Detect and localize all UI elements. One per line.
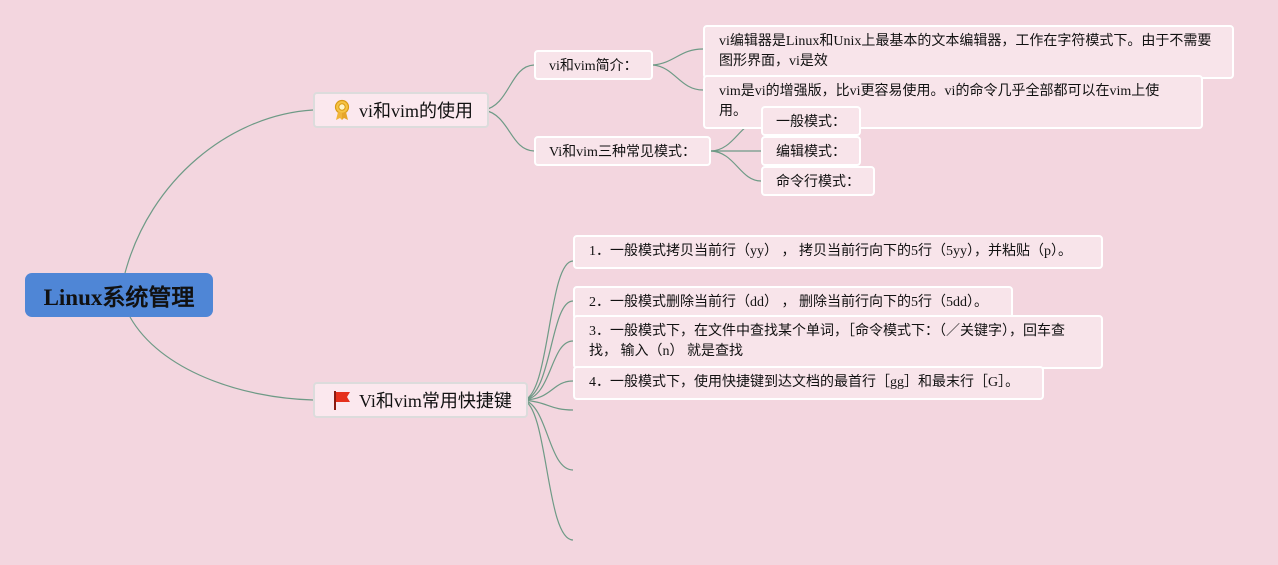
topic-vi-vim-shortcuts[interactable]: Vi和vim常用快捷键 (313, 382, 528, 418)
leaf-vim-desc[interactable]: vim是vi的增强版，比vi更容易使用。vi的命令几乎全部都可以在vim上使用。 (703, 75, 1203, 129)
link-sc-leaf2 (522, 300, 574, 401)
topic-three-modes[interactable]: Vi和vim三种常见模式： (534, 136, 711, 166)
link-root-vi (124, 109, 314, 274)
leaf-copy-shortcut[interactable]: 1．一般模式拷贝当前行（yy） ， 拷贝当前行向下的5行（5yy），并粘贴（p）… (573, 235, 1103, 269)
leaf-text: 1．一般模式拷贝当前行（yy） ， 拷贝当前行向下的5行（5yy），并粘贴（p）… (589, 244, 1072, 259)
link-sc-leaf3 (522, 340, 574, 401)
leaf-vi-editor-desc[interactable]: vi编辑器是Linux和Unix上最基本的文本编辑器，工作在字符模式下。由于不需… (703, 25, 1234, 79)
link-sc-extra3 (522, 399, 574, 541)
leaf-goto-shortcut[interactable]: 4．一般模式下，使用快捷键到达文档的最首行［gg］和最末行［G］。 (573, 366, 1044, 400)
leaf-normal-mode[interactable]: 一般模式： (761, 106, 861, 136)
link-sc-extra1 (522, 399, 574, 411)
leaf-text: vi编辑器是Linux和Unix上最基本的文本编辑器，工作在字符模式下。由于不需… (719, 34, 1212, 69)
link-root-shortcuts (129, 316, 314, 401)
link-sc-leaf1 (522, 260, 574, 401)
topic-label: vi和vim简介： (549, 59, 638, 74)
link-sc-leaf4 (522, 380, 574, 401)
leaf-text: 2．一般模式删除当前行（dd） ， 删除当前行向下的5行（5dd）。 (589, 295, 988, 310)
link-intro-leaf1 (652, 48, 704, 66)
leaf-command-mode[interactable]: 命令行模式： (761, 166, 875, 196)
leaf-text: 一般模式： (776, 115, 846, 130)
red-flag-icon (334, 391, 350, 410)
leaf-search-shortcut[interactable]: 3．一般模式下，在文件中查找某个单词，［命令模式下：（／关键字），回车查找， 输… (573, 315, 1103, 369)
leaf-text: 4．一般模式下，使用快捷键到达文档的最首行［gg］和最末行［G］。 (589, 375, 1020, 390)
leaf-text: 编辑模式： (776, 145, 846, 160)
link-sc-extra2 (522, 399, 574, 471)
leaf-edit-mode[interactable]: 编辑模式： (761, 136, 861, 166)
topic-label: Vi和vim常用快捷键 (359, 391, 512, 411)
link-intro-leaf2 (652, 64, 704, 91)
topic-vi-intro[interactable]: vi和vim简介： (534, 50, 653, 80)
topic-vi-vim-usage[interactable]: vi和vim的使用 (313, 92, 490, 128)
link-vi-modes (483, 109, 535, 152)
leaf-text: vim是vi的增强版，比vi更容易使用。vi的命令几乎全部都可以在vim上使用。 (719, 84, 1160, 119)
root-topic[interactable]: Linux系统管理 (25, 273, 213, 317)
leaf-text: 3．一般模式下，在文件中查找某个单词，［命令模式下：（／关键字），回车查找， 输… (589, 324, 1065, 359)
link-modes-leaf3 (710, 150, 762, 182)
award-ribbon-icon (334, 99, 350, 120)
topic-label: vi和vim的使用 (359, 101, 474, 121)
topic-label: Vi和vim三种常见模式： (549, 145, 696, 160)
leaf-text: 命令行模式： (776, 175, 860, 190)
link-vi-intro (483, 64, 535, 111)
